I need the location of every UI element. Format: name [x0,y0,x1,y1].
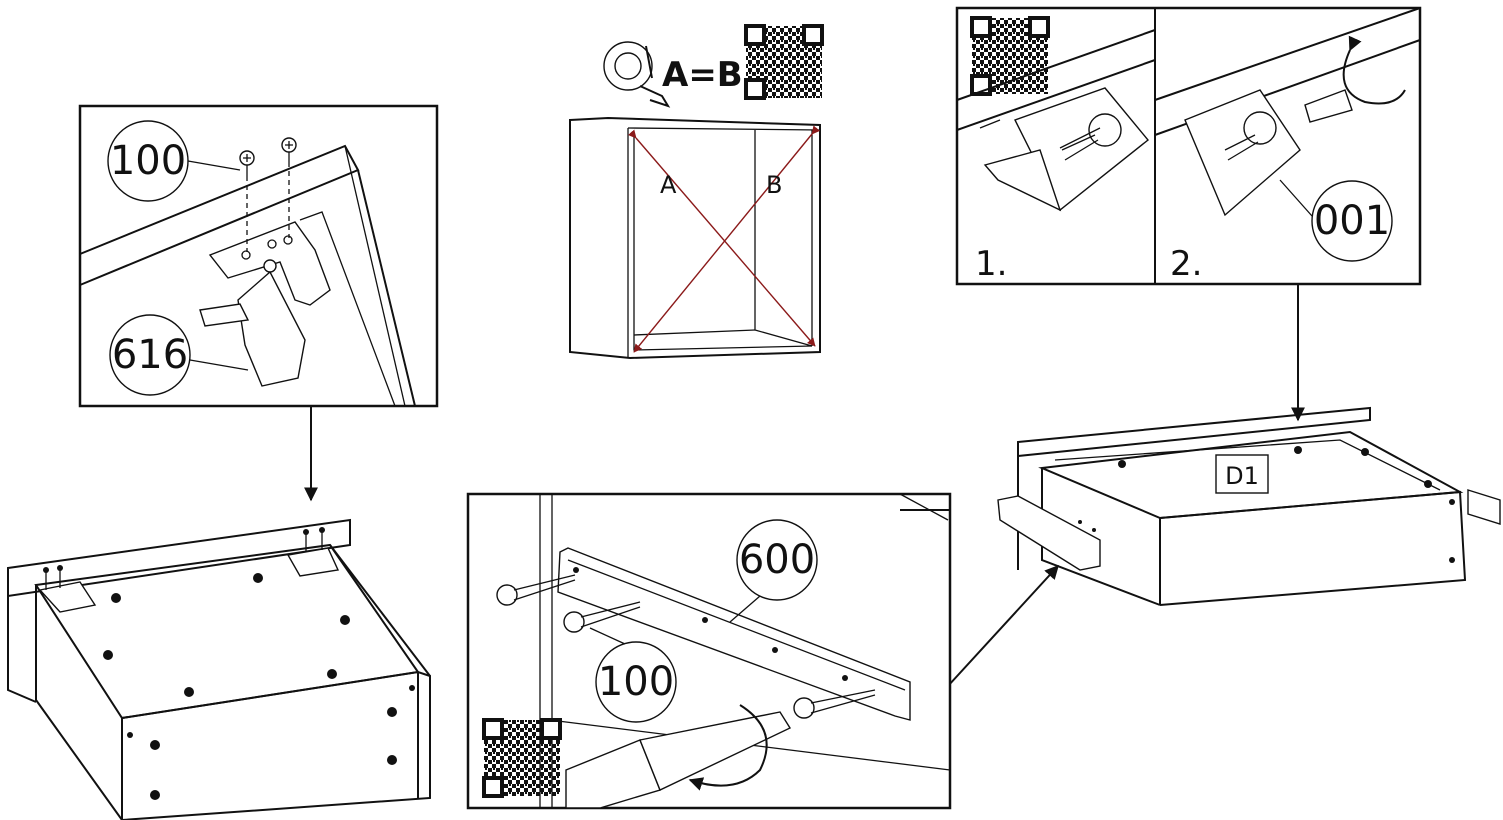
qr-code-icon [970,16,1050,96]
clip-icon [38,581,97,613]
callout-clip-616 [109,314,191,396]
detail-panel-clip: 100 616 [78,104,439,408]
qr-code-icon [744,24,824,100]
callout-rail-600 [736,519,818,601]
screw-icon [496,574,576,606]
callout-screw-100-text: 100 [110,138,186,184]
drawer-label-box [1215,454,1269,494]
detail-panel-rail: 600 100 [466,492,952,810]
rail-600 [557,547,911,721]
callout-connector-001-text: 001 [1314,198,1390,244]
arrow-diagonal-icon [947,564,1059,687]
detail-panel-connector: 1. 001 2. [955,6,1422,286]
callout-clip-616-text: 616 [112,332,188,378]
callout-screw-100b-text: 100 [598,659,674,705]
screwdriver-icon [1304,89,1353,123]
screw-icon [281,137,297,162]
screw-icon [1088,113,1122,147]
diagonal-a-label: A [660,171,677,199]
screw-icon [239,150,255,176]
drawer-label: D1 [1225,462,1259,490]
spring-icon [263,259,277,273]
drawer-front-view: D1 [997,406,1501,606]
step-1-label: 1. [975,244,1007,284]
callout-rail-600-text: 600 [739,537,815,583]
rotate-arrow-icon [688,704,768,791]
screw-icon [563,601,641,633]
rail-right [1467,489,1501,525]
drawer-upside-down [7,518,431,820]
qr-code-icon [482,718,562,798]
clip-icon [286,547,340,577]
callout-screw-100b [595,641,677,723]
rail-left [997,495,1101,571]
callout-connector-001 [1311,180,1393,262]
rotate-arrow-icon [1342,35,1406,105]
clip-ridge [199,303,250,327]
screwdriver-icon [565,711,792,809]
tape-measure-icon [603,41,671,108]
measure-formula: A=B [662,55,743,95]
diagonal-a [627,129,816,347]
diagonal-b [633,125,821,353]
diagonal-b-label: B [766,171,782,199]
screw-icon [1243,111,1277,145]
measure-diagonals: A=B A B [569,24,824,360]
step-2-label: 2. [1170,244,1202,284]
screw-icon [793,689,876,719]
